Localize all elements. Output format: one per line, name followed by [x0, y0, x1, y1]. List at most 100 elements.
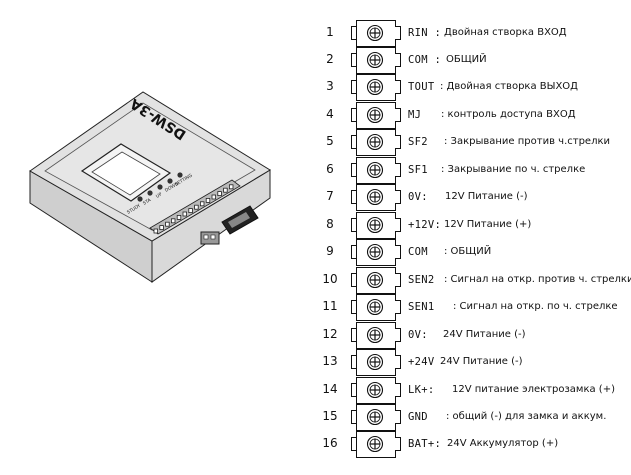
terminal-number: 4 — [326, 107, 334, 121]
terminal-pin — [211, 194, 216, 200]
screw-icon — [366, 326, 384, 344]
terminal-description: : Закрывание по ч. стрелке — [441, 164, 586, 175]
terminal-clip-right — [395, 190, 401, 204]
terminal-clip-left — [351, 135, 357, 149]
screw-icon — [366, 353, 384, 371]
terminal-description: ОБЩИЙ — [446, 54, 487, 65]
terminal-number: 7 — [326, 189, 334, 203]
terminal-clip-right — [395, 300, 401, 314]
terminal-clip-right — [395, 135, 401, 149]
terminal-number: 5 — [326, 134, 334, 148]
screw-icon — [366, 408, 384, 426]
terminal-code: RIN : — [408, 27, 442, 39]
terminal-code: +12V: — [408, 219, 442, 231]
terminal-description: 12V питание электрозамка (+) — [452, 384, 615, 395]
terminal-clip-right — [395, 218, 401, 232]
terminal-clip-left — [351, 355, 357, 369]
terminal-clip-right — [395, 273, 401, 287]
terminal-pin — [223, 187, 228, 193]
terminal-number: 15 — [322, 409, 338, 423]
terminal-code: +24V — [408, 356, 435, 368]
screw-icon — [366, 216, 384, 234]
terminal-number: 9 — [326, 244, 334, 258]
terminal-pin — [199, 201, 205, 207]
terminal-clip-right — [395, 410, 401, 424]
terminal-description: 12V Питание (+) — [444, 219, 532, 230]
terminal-clip-right — [395, 245, 401, 259]
terminal-code: GND — [408, 411, 428, 423]
screw-icon — [366, 271, 384, 289]
terminal-description: : ОБЩИЙ — [444, 246, 492, 257]
screw-icon — [366, 435, 384, 453]
terminal-clip-right — [395, 108, 401, 122]
terminal-clip-left — [351, 80, 357, 94]
screw-icon — [366, 188, 384, 206]
terminal-number: 3 — [326, 79, 334, 93]
terminal-row: 15 GND : общий (-) для замка и аккум. — [0, 404, 631, 431]
terminal-description: : Сигнал на откр. по ч. стрелке — [453, 301, 618, 312]
indicator-label: UP — [155, 191, 163, 199]
indicator-label: STA — [142, 197, 153, 207]
terminal-clip-right — [395, 26, 401, 40]
terminal-pin — [188, 208, 193, 214]
terminal-pin — [194, 204, 199, 210]
terminal-number: 1 — [326, 25, 334, 39]
terminal-number: 12 — [322, 327, 338, 341]
screw-icon — [366, 78, 384, 96]
terminal-pin — [228, 184, 234, 190]
device-illustration: STUDY STA UP DOWN SETTING DSW-3A — [29, 91, 271, 283]
terminal-clip-left — [351, 163, 357, 177]
terminal-clip-right — [395, 80, 401, 94]
terminal-pin — [159, 225, 164, 231]
terminal-strip — [149, 179, 241, 235]
terminal-clip-left — [351, 190, 357, 204]
terminal-code: TOUT — [408, 81, 435, 93]
terminal-description: 24V Аккумулятор (+) — [447, 438, 559, 449]
terminal-description: : контроль доступа ВХОД — [441, 109, 576, 120]
terminal-pin — [205, 197, 211, 203]
terminal-number: 2 — [326, 52, 334, 66]
terminal-number: 10 — [322, 272, 338, 286]
terminal-number: 6 — [326, 162, 334, 176]
terminal-row: 16 BAT+: 24V Аккумулятор (+) — [0, 431, 631, 458]
screw-icon — [366, 381, 384, 399]
terminal-row: 10 SEN2 : Сигнал на откр. против ч. стрелк… — [0, 267, 631, 294]
power-socket — [221, 205, 259, 235]
terminal-code: MJ — [408, 109, 422, 121]
terminal-pin — [153, 228, 158, 234]
terminal-description: 24V Питание (-) — [440, 356, 523, 367]
terminal-row: 2 COM : ОБЩИЙ — [0, 47, 631, 74]
terminal-code: COM — [408, 246, 428, 258]
terminal-description: : общий (-) для замка и аккум. — [446, 411, 607, 422]
terminal-clip-left — [351, 437, 357, 451]
terminal-description: : Двойная створка ВЫХОД — [440, 81, 578, 92]
terminal-description: : Сигнал на откр. против ч. стрелки — [444, 274, 631, 285]
terminal-code: COM : — [408, 54, 442, 66]
terminal-pin — [165, 221, 170, 227]
terminal-pin — [182, 211, 187, 217]
screw-icon — [366, 133, 384, 151]
terminal-clip-right — [395, 328, 401, 342]
terminal-row: 4 MJ : контроль доступа ВХОД — [0, 102, 631, 129]
terminal-code: 0V: — [408, 191, 428, 203]
terminal-number: 8 — [326, 217, 334, 231]
screw-icon — [366, 243, 384, 261]
terminal-code: SEN2 — [408, 274, 435, 286]
terminal-clip-left — [351, 26, 357, 40]
terminal-clip-right — [395, 437, 401, 451]
terminal-code: 0V: — [408, 329, 428, 341]
screw-icon — [366, 161, 384, 179]
terminal-number: 16 — [322, 436, 338, 450]
terminal-clip-left — [351, 108, 357, 122]
terminal-clip-left — [351, 328, 357, 342]
terminal-clip-left — [351, 273, 357, 287]
terminal-code: SF2 — [408, 136, 428, 148]
terminal-description: : Закрывание против ч.стрелки — [444, 136, 611, 147]
terminal-code: BAT+: — [408, 438, 442, 450]
